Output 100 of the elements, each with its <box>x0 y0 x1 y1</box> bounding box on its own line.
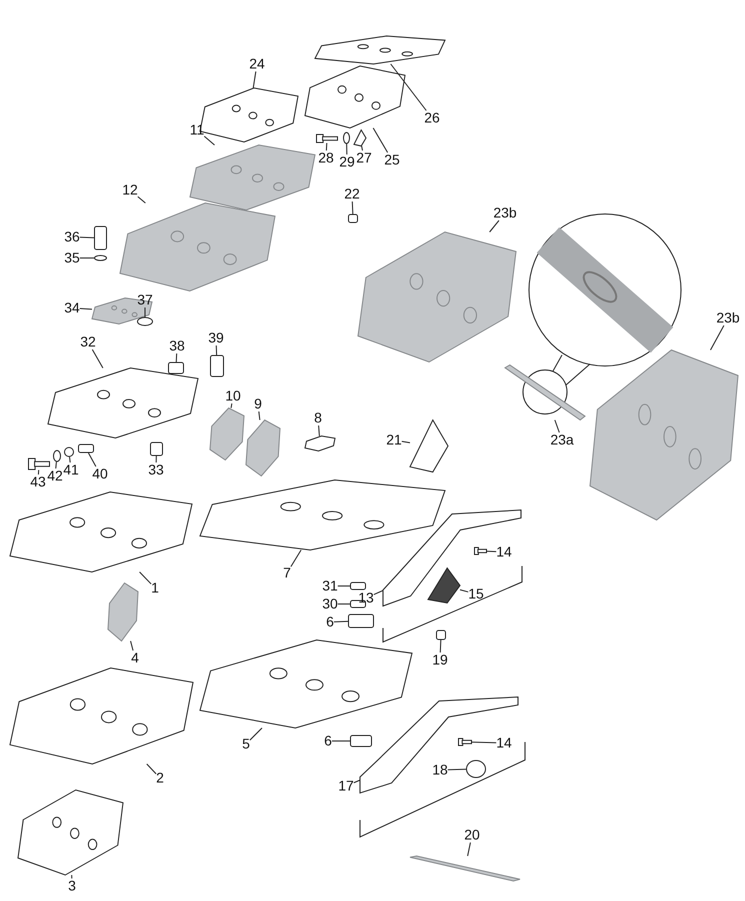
callout-number: 31 <box>322 578 338 594</box>
bracket-photo <box>590 350 738 520</box>
washer-icon <box>94 255 107 261</box>
callout-number: 27 <box>356 150 372 166</box>
callout-number: 26 <box>424 110 440 126</box>
leader-line <box>71 874 72 879</box>
clip-icon <box>168 362 184 374</box>
leader-line <box>333 620 348 622</box>
longitudinal-member-drawing <box>200 640 412 728</box>
callout-number: 37 <box>137 292 153 308</box>
leader-line <box>156 456 157 463</box>
callout-number: 9 <box>254 396 262 412</box>
leader-line <box>390 64 427 111</box>
leader-line <box>472 742 497 744</box>
bolt-icon <box>474 547 487 555</box>
leader-line <box>216 345 218 356</box>
washer-icon <box>53 450 61 462</box>
bolt-icon <box>28 458 50 470</box>
bracket-photo <box>108 583 138 641</box>
callout-number: 18 <box>432 762 448 778</box>
corner-piece-drawing <box>410 420 448 472</box>
clip-icon <box>150 442 163 456</box>
callout-number: 40 <box>92 466 108 482</box>
bolt-icon <box>316 134 338 143</box>
reinforcement-drawing <box>305 436 335 451</box>
floor-panel-photo <box>190 145 315 210</box>
leader-line <box>290 550 302 568</box>
tube-photo <box>505 365 585 420</box>
spare-wheel-well-drawing <box>18 790 123 875</box>
callout-number: 12 <box>122 182 138 198</box>
leader-line <box>401 440 410 444</box>
callout-number: 11 <box>190 122 204 138</box>
floor-pan-photo <box>120 203 275 291</box>
leader-line <box>79 308 92 310</box>
callout-number: 41 <box>63 462 79 478</box>
front-end-drawing <box>10 492 192 572</box>
leader-line <box>326 142 328 151</box>
callout-number: 30 <box>322 596 338 612</box>
leader-line <box>69 456 71 463</box>
leader-line <box>467 842 471 856</box>
leader-line <box>144 307 146 318</box>
callout-number: 19 <box>432 652 448 668</box>
plug-icon <box>348 214 358 223</box>
callout-number: 1 <box>151 580 159 596</box>
floor-pan-drawing <box>200 480 445 550</box>
callout-number: 17 <box>338 778 354 794</box>
leader-line <box>79 236 94 238</box>
callout-number: 39 <box>208 330 224 346</box>
bracket-icon <box>354 130 366 146</box>
bushing-icon <box>436 630 446 640</box>
callout-number: 4 <box>131 650 139 666</box>
bracket-icon <box>348 614 374 628</box>
sill-photo <box>410 856 520 881</box>
callout-number: 38 <box>169 338 185 354</box>
callout-number: 14 <box>496 736 512 750</box>
bracket-photo <box>358 232 516 362</box>
callout-number: 29 <box>339 154 355 170</box>
callout-number: 5 <box>242 736 250 752</box>
callout-number: 25 <box>384 152 400 168</box>
bolt-icon <box>458 738 472 746</box>
leader-line <box>38 470 40 475</box>
clip-icon <box>78 444 94 453</box>
callout-number: 42 <box>47 468 63 484</box>
callout-number: 2 <box>156 770 164 786</box>
leader-line <box>258 411 260 420</box>
bump-stop-drawing <box>428 568 460 603</box>
patch-icon <box>350 582 366 590</box>
leader-line <box>88 452 96 467</box>
gusset-photo <box>210 408 244 460</box>
callout-number: 10 <box>225 388 241 404</box>
bracket-icon <box>350 735 372 747</box>
callout-number: 23a <box>550 432 574 448</box>
leader-line <box>318 425 320 436</box>
leader-line <box>372 128 388 153</box>
callout-number: 8 <box>314 410 322 426</box>
callout-number: 33 <box>148 462 164 478</box>
callout-number: 24 <box>249 56 265 72</box>
callout-number: 23b <box>716 310 740 326</box>
front-end-drawing <box>10 668 193 764</box>
leader-line <box>137 196 146 204</box>
callout-number: 36 <box>64 230 80 244</box>
nut-icon <box>64 447 74 457</box>
leader-line <box>486 550 497 552</box>
callout-number: 22 <box>344 186 360 202</box>
callout-number: 20 <box>464 828 480 842</box>
leader-line <box>55 462 57 469</box>
leader-line <box>489 220 500 232</box>
leader-line <box>440 640 442 653</box>
leader-line <box>554 420 560 433</box>
leader-line <box>252 71 256 88</box>
callout-number: 6 <box>326 614 334 630</box>
plug-icon <box>466 760 486 778</box>
leader-line <box>373 590 384 596</box>
leader-line <box>346 144 348 155</box>
callout-number: 15 <box>468 586 484 602</box>
fastener-icon <box>210 355 224 377</box>
gusset-photo <box>246 420 280 476</box>
callout-number: 35 <box>64 250 80 266</box>
callout-number: 13 <box>358 590 374 606</box>
leader-line <box>146 764 157 774</box>
